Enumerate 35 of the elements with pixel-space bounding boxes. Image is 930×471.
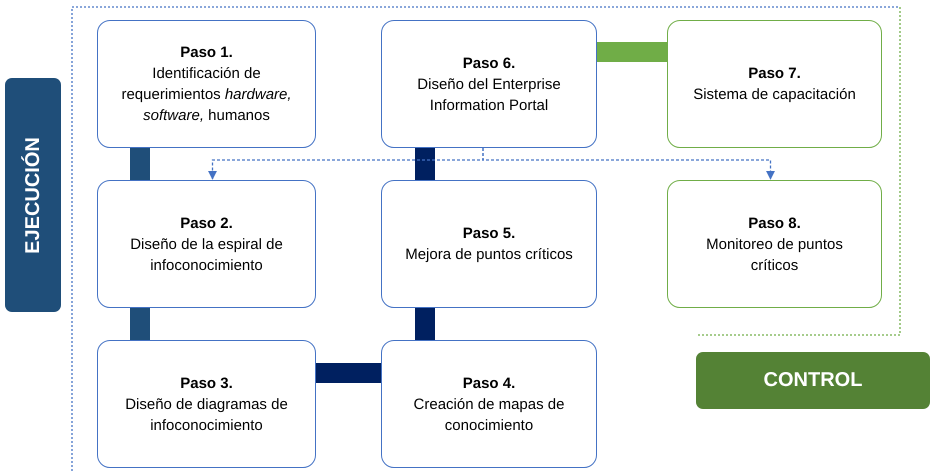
process-box	[381, 20, 597, 148]
phase-label: CONTROL	[764, 369, 862, 392]
process-box	[667, 20, 882, 148]
connector-bar	[130, 148, 150, 180]
process-box	[381, 340, 597, 468]
phase-label-box	[5, 78, 61, 312]
step-description: Sistema de capacitación	[693, 85, 856, 105]
connector-bar	[415, 308, 435, 340]
process-box	[97, 180, 316, 308]
step-heading: Paso 8.	[748, 214, 801, 234]
process-box	[97, 20, 316, 148]
process-box	[97, 340, 316, 468]
connector-bar	[316, 363, 381, 383]
step-heading: Paso 3.	[180, 374, 233, 394]
step-description: Creación de mapas de conocimiento	[412, 394, 566, 436]
connector-bar	[415, 148, 435, 180]
step-description: Monitoreo de puntos críticos	[705, 234, 844, 276]
phase-label: EJECUCIÓN	[22, 136, 44, 254]
process-box	[381, 180, 597, 308]
phase-label-box	[696, 352, 930, 409]
step-description: Identificación de requerimientos hardware, software, humanos	[120, 64, 293, 126]
step-heading: Paso 5.	[462, 224, 516, 244]
connector-bar	[597, 42, 667, 62]
step-description: Diseño de diagramas de infoconocimiento	[124, 394, 289, 436]
process-box	[667, 180, 882, 308]
step-heading: Paso 1.	[180, 43, 233, 63]
step-description: Diseño del Enterprise Information Portal	[416, 74, 562, 116]
step-heading: Paso 2.	[180, 214, 233, 234]
step-heading: Paso 7.	[748, 64, 801, 84]
step-heading: Paso 4.	[462, 374, 516, 394]
step-heading: Paso 6.	[462, 54, 516, 74]
step-description: Diseño de la espiral de infoconocimiento	[129, 234, 284, 276]
connector-bar	[130, 308, 150, 340]
step-description: Mejora de puntos críticos	[405, 245, 573, 265]
arrow	[482, 148, 776, 180]
